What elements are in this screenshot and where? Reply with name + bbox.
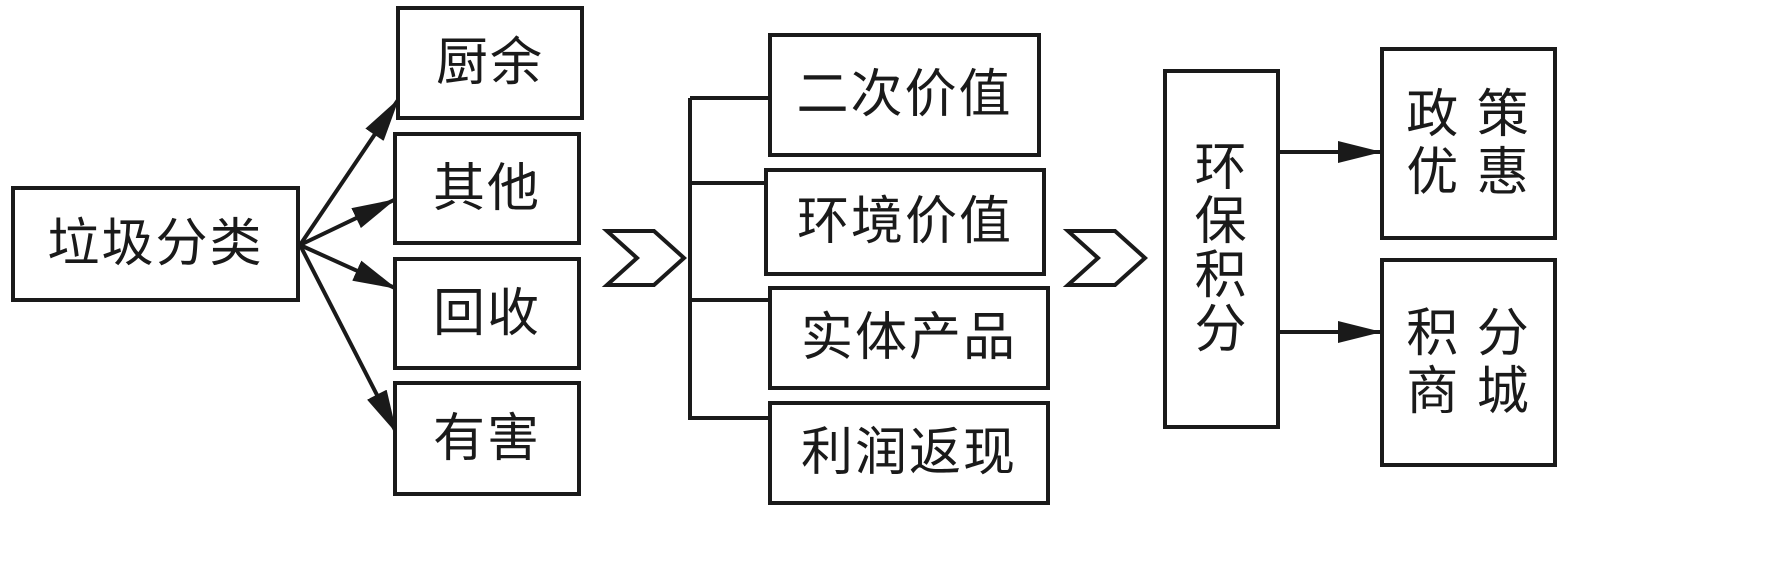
fanout-arrows <box>298 98 400 434</box>
arrow-to-hazard <box>298 244 398 434</box>
points-char: 分 <box>1194 300 1249 360</box>
outcome-box-points-mall: 积 分 商 城 <box>1380 258 1557 467</box>
category-label: 其他 <box>432 158 541 219</box>
category-box-kitchen: 厨余 <box>396 6 584 120</box>
category-label: 回收 <box>432 283 541 344</box>
chevron-right-icon <box>1062 229 1148 287</box>
chevron-right-icon <box>601 229 687 287</box>
value-label: 利润返现 <box>800 423 1017 483</box>
points-char: 保 <box>1194 192 1249 252</box>
value-box-profit-cashback: 利润返现 <box>768 401 1050 505</box>
points-char: 积 <box>1194 246 1249 306</box>
category-label: 厨余 <box>435 33 544 93</box>
outcome-char: 积 <box>1406 303 1461 364</box>
source-label: 垃圾分类 <box>47 214 264 274</box>
value-box-secondary: 二次价值 <box>768 33 1041 157</box>
points-char: 环 <box>1194 138 1249 198</box>
arrow-to-other <box>299 198 396 247</box>
value-label: 二次价值 <box>796 65 1013 125</box>
value-box-physical-product: 实体产品 <box>768 286 1050 390</box>
outcome-char: 分 <box>1476 303 1531 364</box>
category-box-other: 其他 <box>393 132 581 245</box>
category-label: 有害 <box>432 408 541 469</box>
outcome-box-policy-benefits: 政 策 优 惠 <box>1380 47 1557 240</box>
outcome-char: 优 <box>1406 142 1461 203</box>
outcome-arrows <box>1280 141 1382 343</box>
value-label: 环境价值 <box>796 192 1013 252</box>
source-box-garbage-sorting: 垃圾分类 <box>11 186 300 302</box>
arrow-to-kitchen <box>298 98 400 247</box>
outcome-char: 政 <box>1406 84 1461 145</box>
points-box-eco-points: 环 保 积 分 <box>1163 69 1280 429</box>
outcome-char: 城 <box>1476 361 1531 422</box>
value-bracket <box>688 96 770 420</box>
category-box-hazard: 有害 <box>393 381 581 496</box>
value-label: 实体产品 <box>800 308 1017 368</box>
arrow-to-recycle <box>299 243 397 290</box>
outcome-char: 策 <box>1476 84 1531 145</box>
category-box-recycle: 回收 <box>393 257 581 370</box>
outcome-char: 惠 <box>1476 142 1531 203</box>
value-box-environmental: 环境价值 <box>764 168 1046 276</box>
outcome-char: 商 <box>1406 361 1461 422</box>
